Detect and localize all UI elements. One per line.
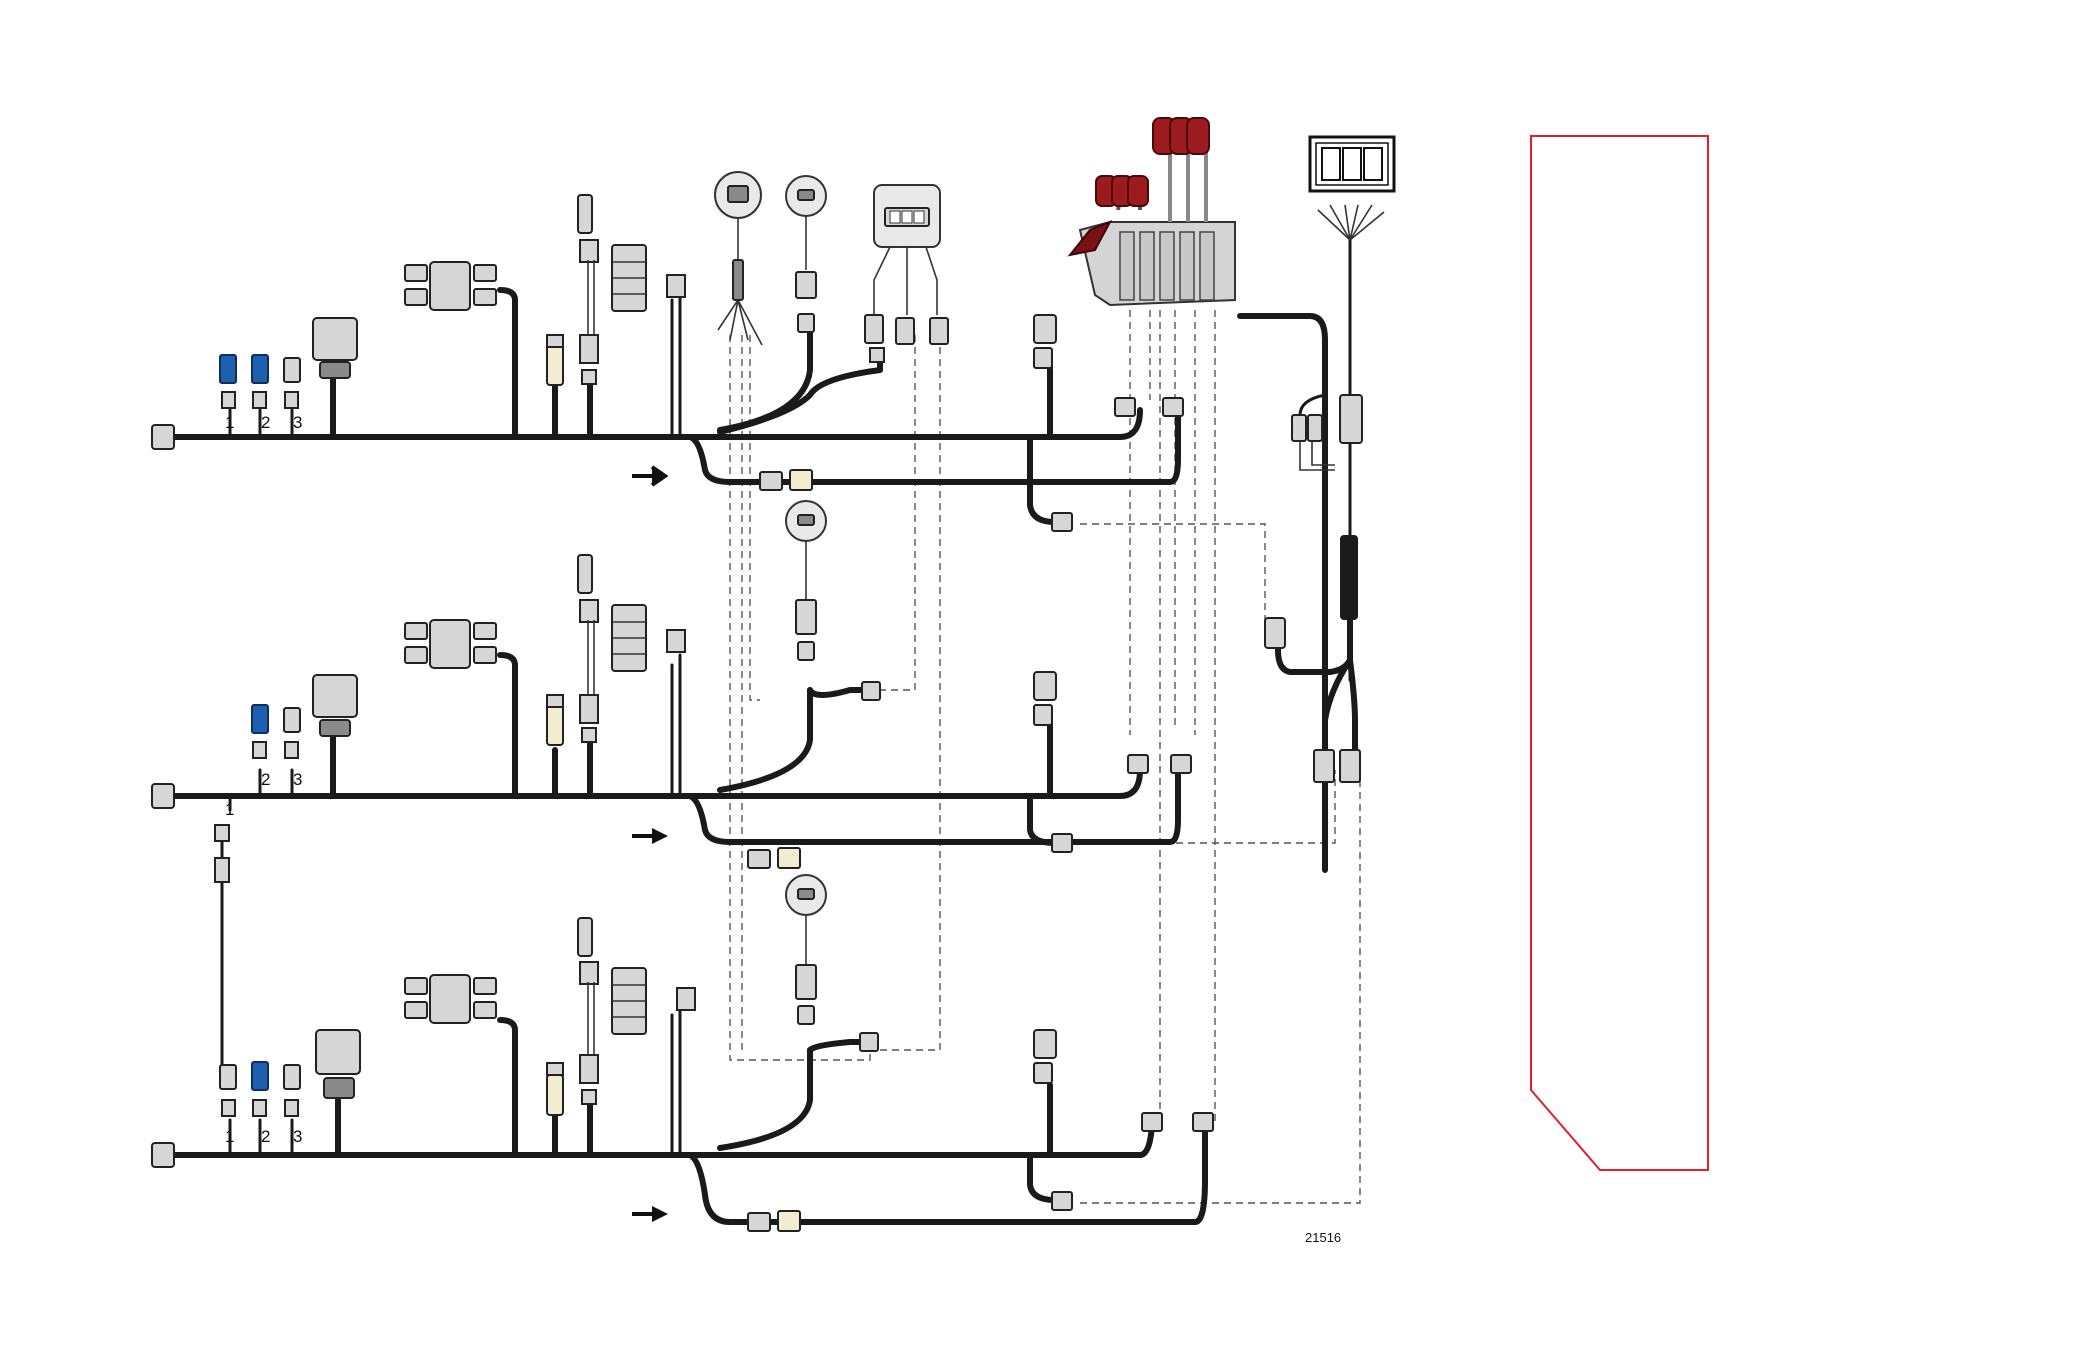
terminal-strip-mid: [612, 605, 646, 671]
label-1-mid: 1: [225, 800, 234, 819]
engine-connector-top: [1034, 315, 1056, 343]
sensor-plug-top: [547, 345, 563, 385]
relay-module-bot: [316, 1030, 360, 1074]
ignition-switch-mid: [786, 501, 826, 660]
ignition-switch-bot: [786, 875, 826, 1024]
ignition-switch-top: [786, 176, 826, 332]
label-3-top: 3: [293, 413, 302, 432]
fuse-holder-2-top: [252, 355, 268, 383]
sensor-probe-top: [578, 195, 592, 233]
keypad-and-can-hub: [1265, 137, 1394, 782]
inline-plug-a-top: [760, 472, 782, 490]
relay-module-top: [313, 318, 357, 360]
fuse-holder-2-mid: [252, 705, 268, 733]
harness-end-connector-mid: [152, 784, 174, 808]
figure-number: 21516: [1305, 1230, 1341, 1245]
engine-connector-bot: [1034, 1030, 1056, 1058]
fuse-holder-3-mid: [284, 708, 300, 732]
terminal-strip-bot: [612, 968, 646, 1034]
gauge-tach-top: [715, 172, 762, 345]
fuse-holder-1-top: [220, 355, 236, 383]
harness-end-connector-top: [152, 425, 174, 449]
label-2-mid: 2: [261, 770, 270, 789]
label-2-top: 2: [261, 413, 270, 432]
control-lever-unit: [1070, 118, 1235, 305]
control-connector-b-top: [1163, 398, 1183, 416]
junction-block-top: [405, 262, 496, 310]
harness-middle: 1 2 3: [152, 501, 1191, 1070]
lever-handle-3: [1128, 176, 1148, 206]
harness-bottom: 1 2 3: [152, 875, 1213, 1231]
label-3-bot: 3: [293, 1127, 302, 1146]
junction-block-mid: [405, 620, 496, 668]
page-outline-frame: [1531, 136, 1708, 1170]
junction-block-bot: [405, 975, 496, 1023]
harness-end-connector-bot: [152, 1143, 174, 1167]
label-1-bot: 1: [225, 1127, 234, 1146]
label-1-top: 1: [225, 413, 234, 432]
trim-sender-top: [667, 275, 685, 297]
terminator-block: [1340, 535, 1358, 620]
label-3-mid: 3: [293, 770, 302, 789]
fuse-plug-1-top: [222, 392, 235, 408]
fuse-holder-3-top: [284, 358, 300, 382]
engine-connector-mid: [1034, 672, 1056, 700]
label-2-bot: 2: [261, 1127, 270, 1146]
control-connector-a-top: [1115, 398, 1135, 416]
fuse-holder-2-bot: [252, 1062, 268, 1090]
relay-module-mid: [313, 675, 357, 717]
inline-plug-b-top: [790, 470, 812, 490]
switch-panel-top: [865, 185, 948, 362]
lever-handle-6: [1187, 118, 1209, 154]
terminal-strip-top: [612, 245, 646, 311]
